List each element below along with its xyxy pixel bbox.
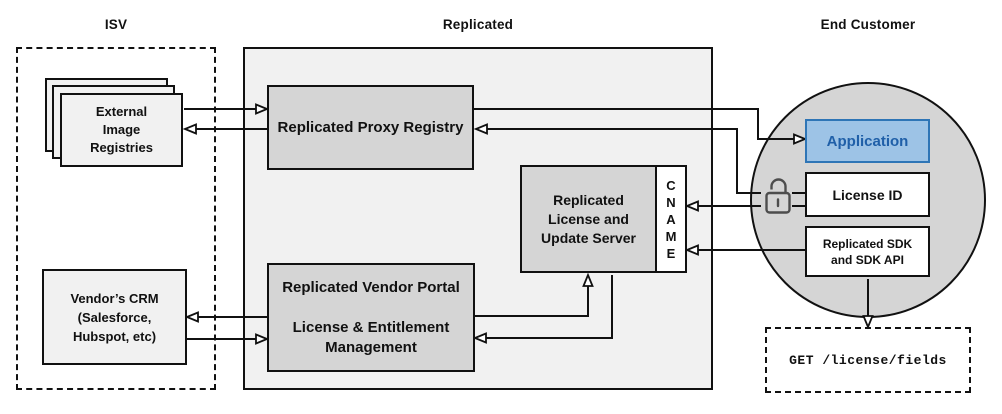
application-node: Application: [805, 119, 930, 163]
license-id-node: License ID: [805, 172, 930, 217]
get-license-fields-node: GET /license/fields: [765, 327, 971, 393]
external-image-registries-node: External Image Registries: [60, 93, 183, 167]
cname-node: C N A M E: [655, 165, 687, 273]
replicated-sdk-node: Replicated SDK and SDK API: [805, 226, 930, 277]
end-customer-section-title: End Customer: [820, 17, 916, 32]
replicated-section-title: Replicated: [442, 17, 514, 32]
isv-section-title: ISV: [104, 17, 128, 32]
vendors-crm-node: Vendor’s CRM (Salesforce, Hubspot, etc): [42, 269, 187, 365]
proxy-registry-node: Replicated Proxy Registry: [267, 85, 474, 170]
vendor-portal-node: Replicated Vendor Portal License & Entit…: [267, 263, 475, 372]
license-update-server-node: Replicated License and Update Server: [520, 165, 657, 273]
